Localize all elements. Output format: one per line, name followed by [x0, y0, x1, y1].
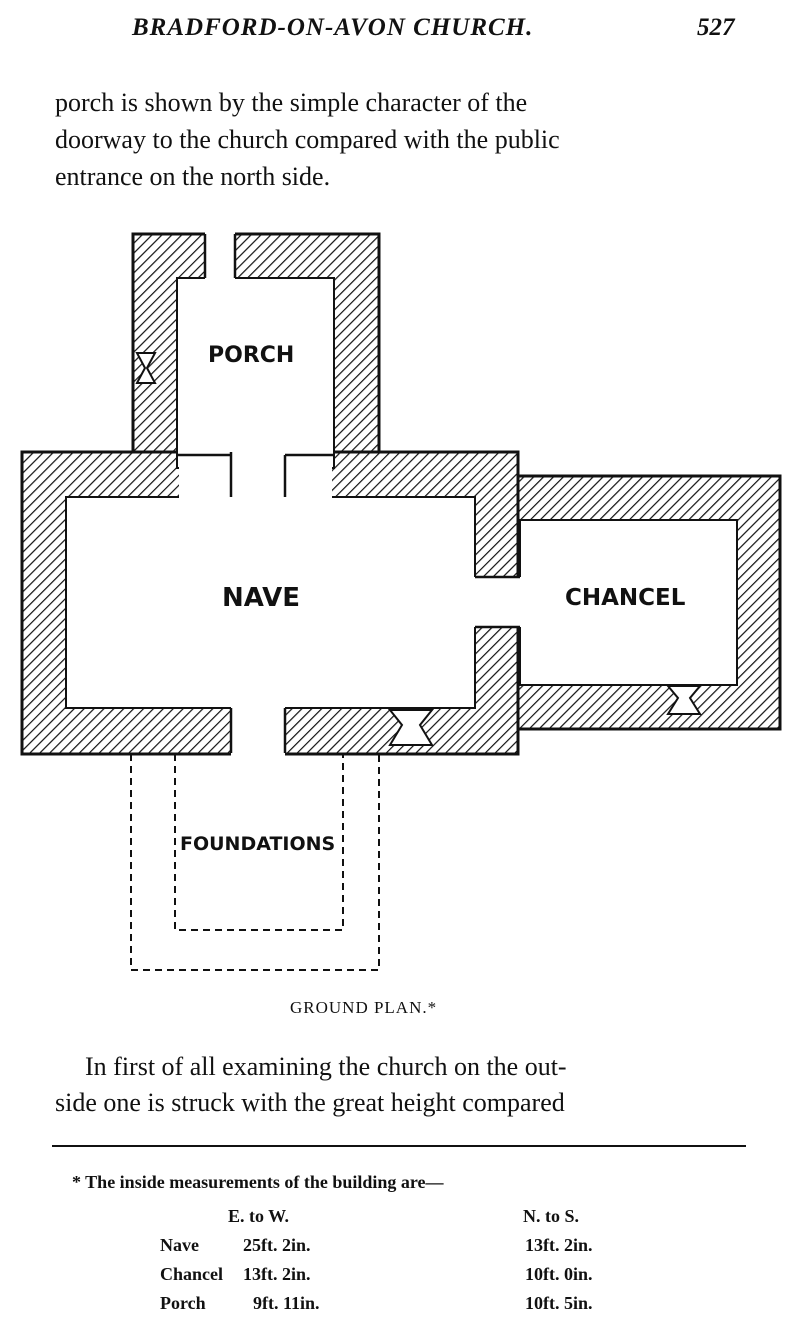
- foundations-label: FOUNDATIONS: [180, 833, 335, 855]
- figure-caption: GROUND PLAN.*: [290, 998, 438, 1017]
- row-ns: 13ft. 2in.: [525, 1235, 593, 1255]
- chancel-label: CHANCEL: [565, 585, 686, 611]
- row-ns: 10ft. 5in.: [525, 1293, 593, 1313]
- porch-label: PORCH: [208, 343, 294, 368]
- column-header-ns: N. to S.: [523, 1206, 580, 1226]
- window-icons: [135, 352, 703, 746]
- ground-plan-figure: PORCH NAVE CHANCEL FOUNDATIONS: [20, 230, 782, 971]
- row-ew: 9ft. 11in.: [253, 1293, 320, 1313]
- row-ns: 10ft. 0in.: [525, 1264, 593, 1284]
- running-title: BRADFORD-ON-AVON CHURCH.: [132, 14, 534, 41]
- row-name: Chancel: [160, 1264, 223, 1284]
- row-name: Porch: [160, 1293, 206, 1313]
- paragraph-line: porch is shown by the simple character o…: [55, 88, 528, 117]
- row-name: Nave: [160, 1235, 199, 1255]
- row-ew: 13ft. 2in.: [243, 1264, 311, 1284]
- row-ew: 25ft. 2in.: [243, 1235, 311, 1255]
- footnote-intro: * The inside measurements of the buildin…: [72, 1172, 444, 1192]
- footnote-divider: [52, 1145, 746, 1147]
- paragraph-line: In first of all examining the church on …: [85, 1052, 567, 1081]
- nave-label: NAVE: [222, 583, 300, 613]
- page-number: 527: [697, 14, 735, 41]
- column-header-ew: E. to W.: [228, 1206, 290, 1226]
- paragraph-line: side one is struck with the great height…: [55, 1088, 565, 1117]
- rooms: [65, 277, 738, 709]
- opening-edges: [177, 234, 520, 753]
- paragraph-line: entrance on the north side.: [55, 162, 331, 191]
- paragraph-line: doorway to the church compared with the …: [55, 125, 560, 154]
- openings: [179, 230, 523, 756]
- foundations-outline: [130, 754, 380, 971]
